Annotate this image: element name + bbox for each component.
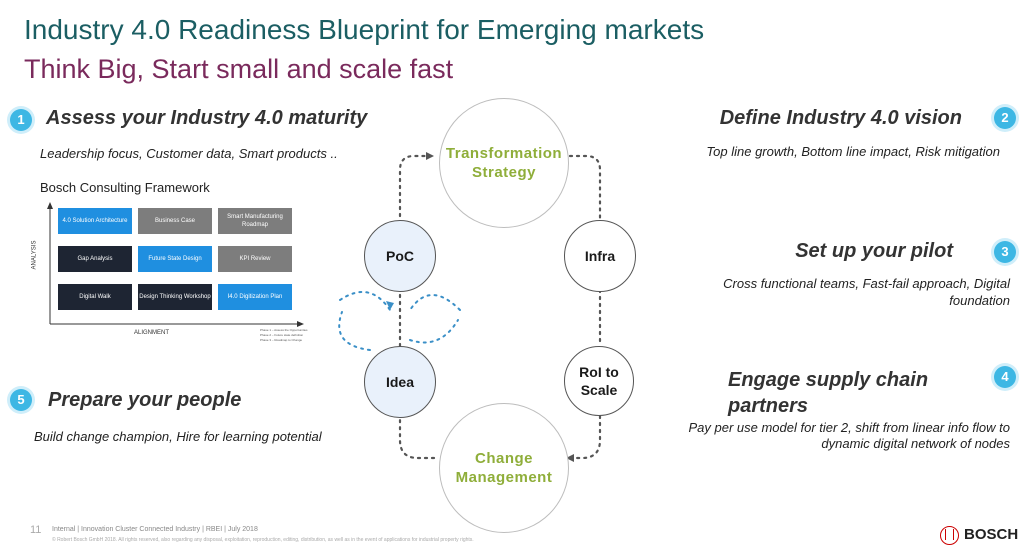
section-2-title: Define Industry 4.0 vision (719, 107, 962, 129)
framework-y-axis-label: ANALYSIS (31, 240, 38, 270)
framework-box: KPI Review (218, 246, 292, 272)
framework-legend: Phase 1 – Assess the Opportunities Phase… (260, 328, 334, 343)
framework-legend-item: Phase 3 – Roadmap to Change (260, 338, 303, 342)
section-1-text: Leadership focus, Customer data, Smart p… (40, 146, 338, 161)
section-5-text: Build change champion, Hire for learning… (34, 429, 322, 444)
section-3-title: Set up your pilot (795, 240, 953, 262)
connector-change-idea (398, 414, 436, 460)
loop-arrow-right (409, 319, 459, 344)
framework-x-axis-label: ALIGNMENT (134, 330, 170, 336)
section-1-title: Assess your Industry 4.0 maturity (46, 107, 368, 129)
connector-strategy-infra (568, 154, 602, 222)
framework-legend-item: Phase 2 – Future state definition (260, 333, 304, 337)
footer-classification: Internal | Innovation Cluster Connected … (52, 526, 258, 533)
framework-box: Design Thinking Workshop (138, 284, 212, 310)
page-title: Industry 4.0 Readiness Blueprint for Eme… (24, 14, 705, 45)
roi-to-scale-circle: RoI to Scale (564, 346, 634, 416)
framework-box: Smart Manufacturing Roadmap (218, 208, 292, 234)
framework-title: Bosch Consulting Framework (40, 180, 210, 195)
framework-box: Future State Design (138, 246, 212, 272)
framework-legend-item: Phase 1 – Assess the Opportunities (260, 328, 308, 332)
framework-box: Business Case (138, 208, 212, 234)
poc-circle: PoC (364, 220, 436, 292)
brand-name: BOSCH (964, 526, 1019, 543)
step-badge-2: 2 (994, 107, 1016, 129)
framework-box: Gap Analysis (58, 246, 132, 272)
framework-graphic: ANALYSIS ALIGNMENT 4.0 Solution Architec… (31, 200, 334, 350)
cycle-connectors (338, 152, 602, 462)
loop-arrow-left (338, 311, 371, 351)
section-4-title: Engage supply chain partners (728, 369, 929, 417)
framework-axes (47, 202, 304, 327)
connector-roi-change (564, 414, 602, 460)
footer-copyright: © Robert Bosch GmbH 2018. All rights res… (52, 537, 474, 543)
framework-box: Digital Walk (58, 284, 132, 310)
section-5-title: Prepare your people (48, 389, 242, 411)
step-badge-4: 4 (994, 366, 1016, 388)
infra-circle: Infra (564, 220, 636, 292)
arrowhead (426, 152, 434, 160)
arrowhead (566, 454, 574, 462)
loop-arrow-left (339, 291, 391, 311)
connector-poc-strategy (398, 154, 436, 218)
section-3-text: Cross functional teams, Fast-fail approa… (723, 276, 1010, 308)
step-badge-1: 1 (10, 109, 32, 131)
page-subtitle: Think Big, Start small and scale fast (24, 54, 454, 84)
section-2-text: Top line growth, Bottom line impact, Ris… (706, 144, 1000, 159)
step-badge-3: 3 (994, 241, 1016, 263)
loop-arrow-right (409, 294, 461, 311)
arrowhead (386, 301, 394, 310)
page-number: 11 (30, 524, 42, 536)
bosch-logo-icon (940, 526, 959, 545)
transformation-strategy-circle: Transformation Strategy (439, 98, 569, 228)
step-badge-5: 5 (10, 389, 32, 411)
change-management-circle: Change Management (439, 403, 569, 533)
framework-box: I4.0 Digitization Plan (218, 284, 292, 310)
section-4-text: Pay per use model for tier 2, shift from… (688, 420, 1010, 451)
framework-box: 4.0 Solution Architecture (58, 208, 132, 234)
idea-circle: Idea (364, 346, 436, 418)
